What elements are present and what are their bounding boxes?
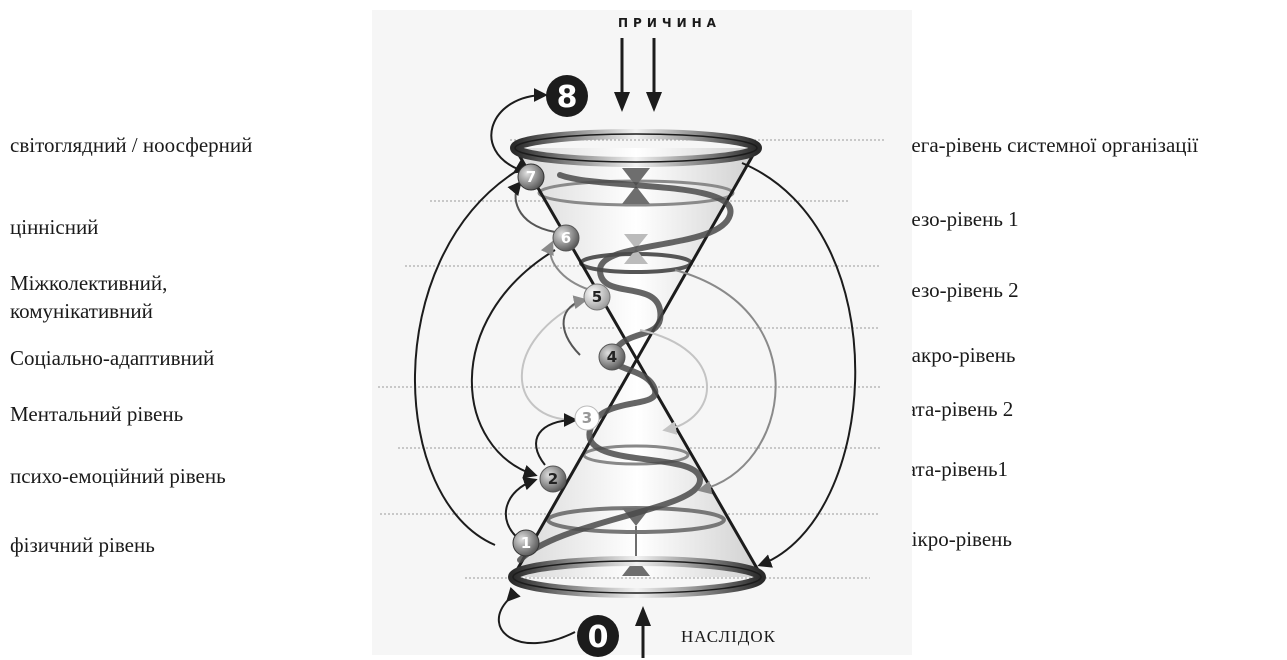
marker-4: 4 xyxy=(599,344,625,370)
svg-text:1: 1 xyxy=(521,534,531,552)
marker-2: 2 xyxy=(540,466,566,492)
marker-0: 0 xyxy=(577,615,619,657)
marker-3: 3 xyxy=(575,406,599,430)
svg-text:7: 7 xyxy=(526,168,536,186)
svg-text:4: 4 xyxy=(607,348,617,366)
marker-8: 8 xyxy=(546,75,588,117)
marker-5: 5 xyxy=(584,284,610,310)
svg-text:2: 2 xyxy=(548,470,558,488)
marker-7: 7 xyxy=(518,164,544,190)
svg-text:3: 3 xyxy=(582,409,592,427)
cause-label: ПРИЧИНА xyxy=(618,16,721,30)
marker-6: 6 xyxy=(553,225,579,251)
svg-text:5: 5 xyxy=(592,288,602,306)
effect-label: НАСЛІДОК xyxy=(681,627,776,647)
svg-text:0: 0 xyxy=(588,620,609,655)
marker-1: 1 xyxy=(513,530,539,556)
svg-text:8: 8 xyxy=(557,80,578,115)
svg-text:6: 6 xyxy=(561,229,571,247)
